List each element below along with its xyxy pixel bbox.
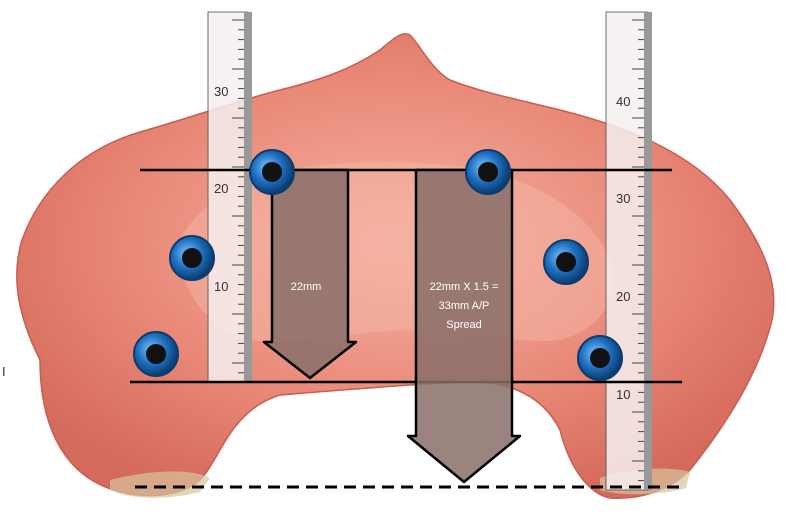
implant-icon: [544, 240, 588, 284]
arrow-22mm: 22mm: [264, 170, 356, 378]
implant-icon: [578, 336, 622, 380]
arrow-long-label-line3: Spread: [446, 319, 481, 331]
arrow-icon: [264, 170, 356, 378]
ruler-left-label-30: 30: [214, 84, 228, 99]
implant-icon: [134, 332, 178, 376]
arrow-long-label-line2: 33mm A/P: [439, 300, 490, 312]
ruler-right-label-10: 10: [616, 387, 630, 402]
denture-arch: [17, 34, 774, 499]
side-mark: I: [2, 364, 6, 379]
arrow-short-label: 22mm: [291, 281, 322, 293]
ruler-left: 30 20 10: [208, 12, 252, 382]
ruler-left-label-10: 10: [214, 279, 228, 294]
implant-icon: [250, 150, 294, 194]
ruler-right-body: [606, 12, 648, 490]
arrow-33mm: 22mm X 1.5 = 33mm A/P Spread: [408, 170, 520, 482]
ruler-right-label-20: 20: [616, 289, 630, 304]
ruler-left-label-20: 20: [214, 181, 228, 196]
implant-icon: [466, 150, 510, 194]
ruler-right-label-30: 30: [616, 191, 630, 206]
ruler-right-label-40: 40: [616, 94, 630, 109]
ruler-left-body: [208, 12, 248, 382]
arrow-long-label-line1: 22mm X 1.5 =: [430, 281, 499, 293]
ruler-right: 40 30 20 10: [606, 12, 652, 490]
implant-icon: [170, 236, 214, 280]
